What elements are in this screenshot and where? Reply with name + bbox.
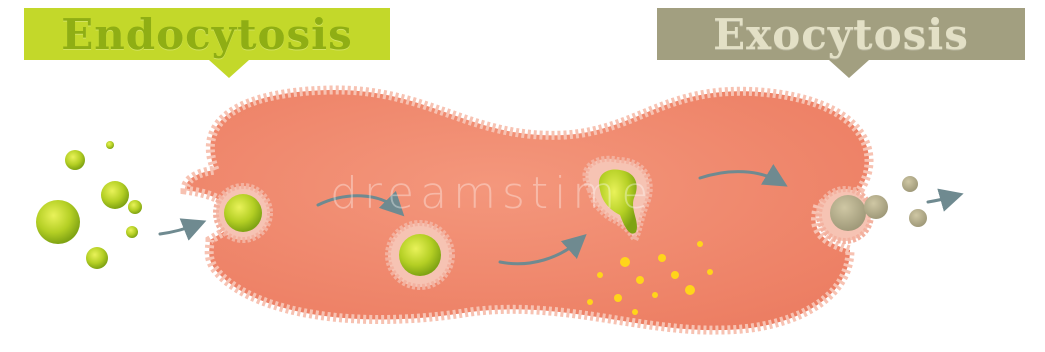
secreted-dot [902, 176, 918, 192]
internal-vesicle-particle [399, 234, 441, 276]
secreted-particle [830, 195, 888, 231]
secreted-dot [909, 209, 927, 227]
endocytosing-particle [224, 194, 262, 232]
external-particles [36, 141, 142, 269]
watermark: dreamstime [330, 168, 654, 219]
